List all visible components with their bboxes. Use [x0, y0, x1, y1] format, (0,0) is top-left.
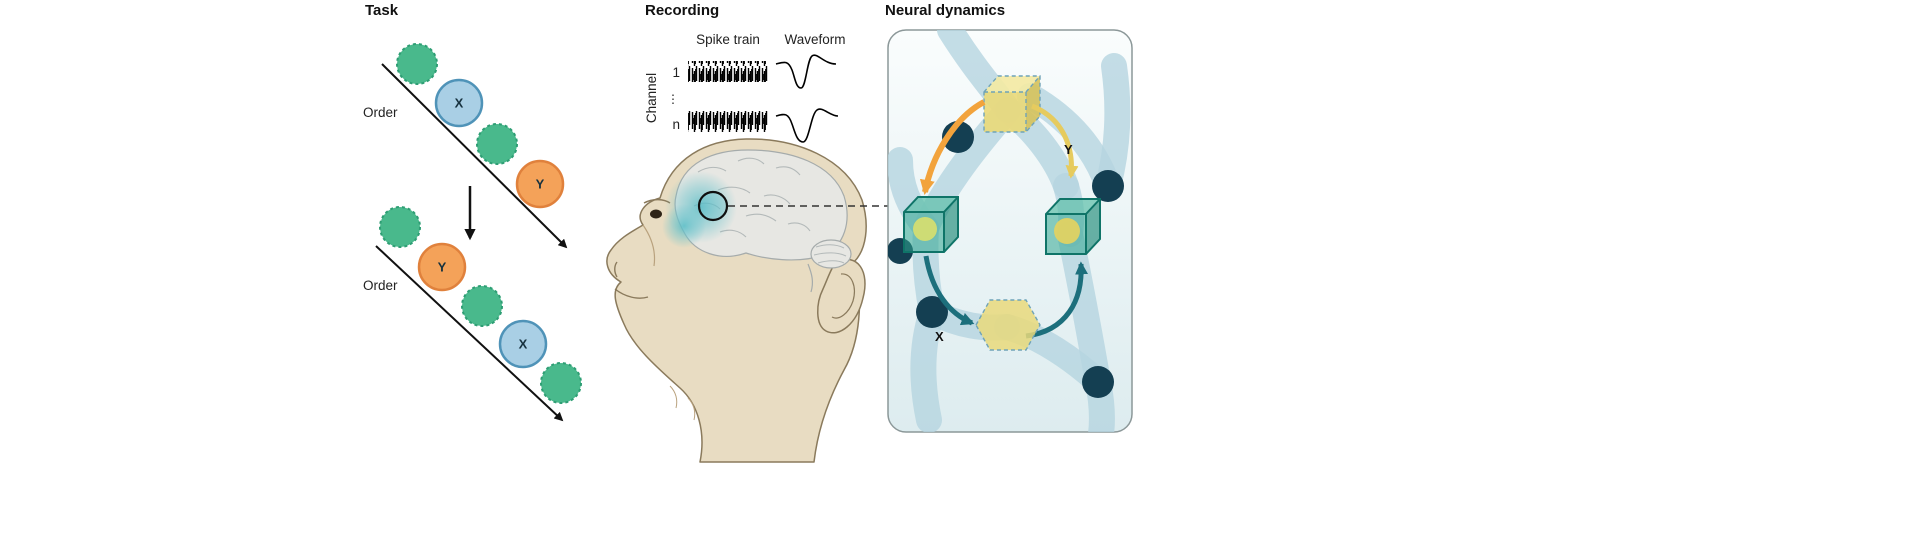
monkey-eye: [650, 209, 662, 219]
cerebellum-lines: [813, 244, 847, 264]
channel-axis-label: Channel: [644, 73, 659, 123]
order-arrow-1: [381, 63, 568, 249]
transition-arrow-teal-left: [923, 255, 975, 326]
neural-dynamics-content: Y X: [888, 30, 1131, 432]
channel-n-tick: n: [672, 117, 680, 132]
network-node: [1092, 170, 1124, 202]
muzzle-fold-line: [642, 224, 656, 267]
monkey-head-illustration: [606, 138, 892, 463]
stimulus-circle-x: [498, 319, 548, 369]
monkey-fur-strokes: [669, 385, 696, 421]
monkey-nostril: [614, 261, 618, 278]
panel-neural-dynamics: Neural dynamics: [880, 0, 1140, 445]
state-label-x: X: [935, 329, 944, 344]
channel-1-tick: 1: [672, 65, 680, 80]
monkey-ear-inner-line: [831, 273, 855, 319]
state-cube-y-top: [983, 75, 1041, 133]
neural-dynamics-diagram: Y X: [887, 29, 1133, 433]
waveform-label: Waveform: [784, 32, 845, 47]
stimulus-circle-y: [417, 242, 467, 292]
stimulus-circle-green-dashed: [540, 362, 582, 404]
stimulus-circle-green-dashed: [396, 43, 438, 85]
transition-arrow-orange: [919, 99, 986, 195]
panel-task: Task Order X Y: [360, 0, 605, 445]
panel-recording: Recording Spike train Waveform Channel 1…: [600, 0, 892, 470]
network-node: [1082, 366, 1114, 398]
neural-dynamics-title: Neural dynamics: [885, 2, 1006, 19]
state-shape-x-bottom: [975, 299, 1041, 351]
recording-site-glow-secondary: [662, 204, 706, 248]
spike-train-channel-1: [688, 61, 768, 82]
waveform-channel-1: [775, 54, 837, 89]
spike-train-label: Spike train: [696, 32, 760, 47]
brain-sulci: [693, 157, 811, 238]
recording-site-circle: [697, 190, 729, 222]
stimulus-circle-green-dashed: [379, 206, 421, 248]
stimulus-label-y: Y: [536, 177, 545, 192]
order-arrow-2: [375, 245, 564, 422]
transition-arrow-yellow: [1031, 103, 1079, 179]
state-cube-green-right: [1045, 198, 1101, 255]
brainstem-line: [807, 263, 814, 293]
monkey-mouth: [614, 288, 649, 299]
stimulus-circle-green: [461, 285, 503, 327]
transition-arrow-teal-right: [1025, 261, 1089, 339]
network-node: [916, 296, 948, 328]
spike-train-channel-n: [688, 111, 768, 132]
task-title: Task: [365, 2, 399, 19]
cube-inner-glow: [1054, 218, 1080, 244]
order-sequence-2: Order Y X: [363, 206, 582, 422]
state-cube-green-left: [903, 196, 959, 253]
task-diagram: Order X Y Order Y X: [363, 43, 582, 422]
cube-inner-glow: [913, 217, 937, 241]
stimulus-circle-x: [434, 78, 484, 128]
stimulus-label-y: Y: [438, 260, 447, 275]
order-sequence-1: Order X Y: [363, 43, 568, 249]
waveform-channel-n: [775, 108, 839, 143]
stimulus-circle-y: [515, 159, 565, 209]
order-label-1: Order: [363, 105, 398, 120]
channel-ellipsis: ⋮: [667, 92, 679, 106]
order-label-2: Order: [363, 278, 398, 293]
stimulus-label-x: X: [519, 337, 528, 352]
monkey-ear: [817, 258, 866, 334]
recording-diagram: Spike train Waveform Channel 1 ⋮ n: [606, 32, 892, 463]
recording-title: Recording: [645, 2, 720, 19]
stimulus-circle-green: [476, 123, 518, 165]
stimulus-label-x: X: [455, 96, 464, 111]
state-label-y: Y: [1064, 142, 1073, 157]
